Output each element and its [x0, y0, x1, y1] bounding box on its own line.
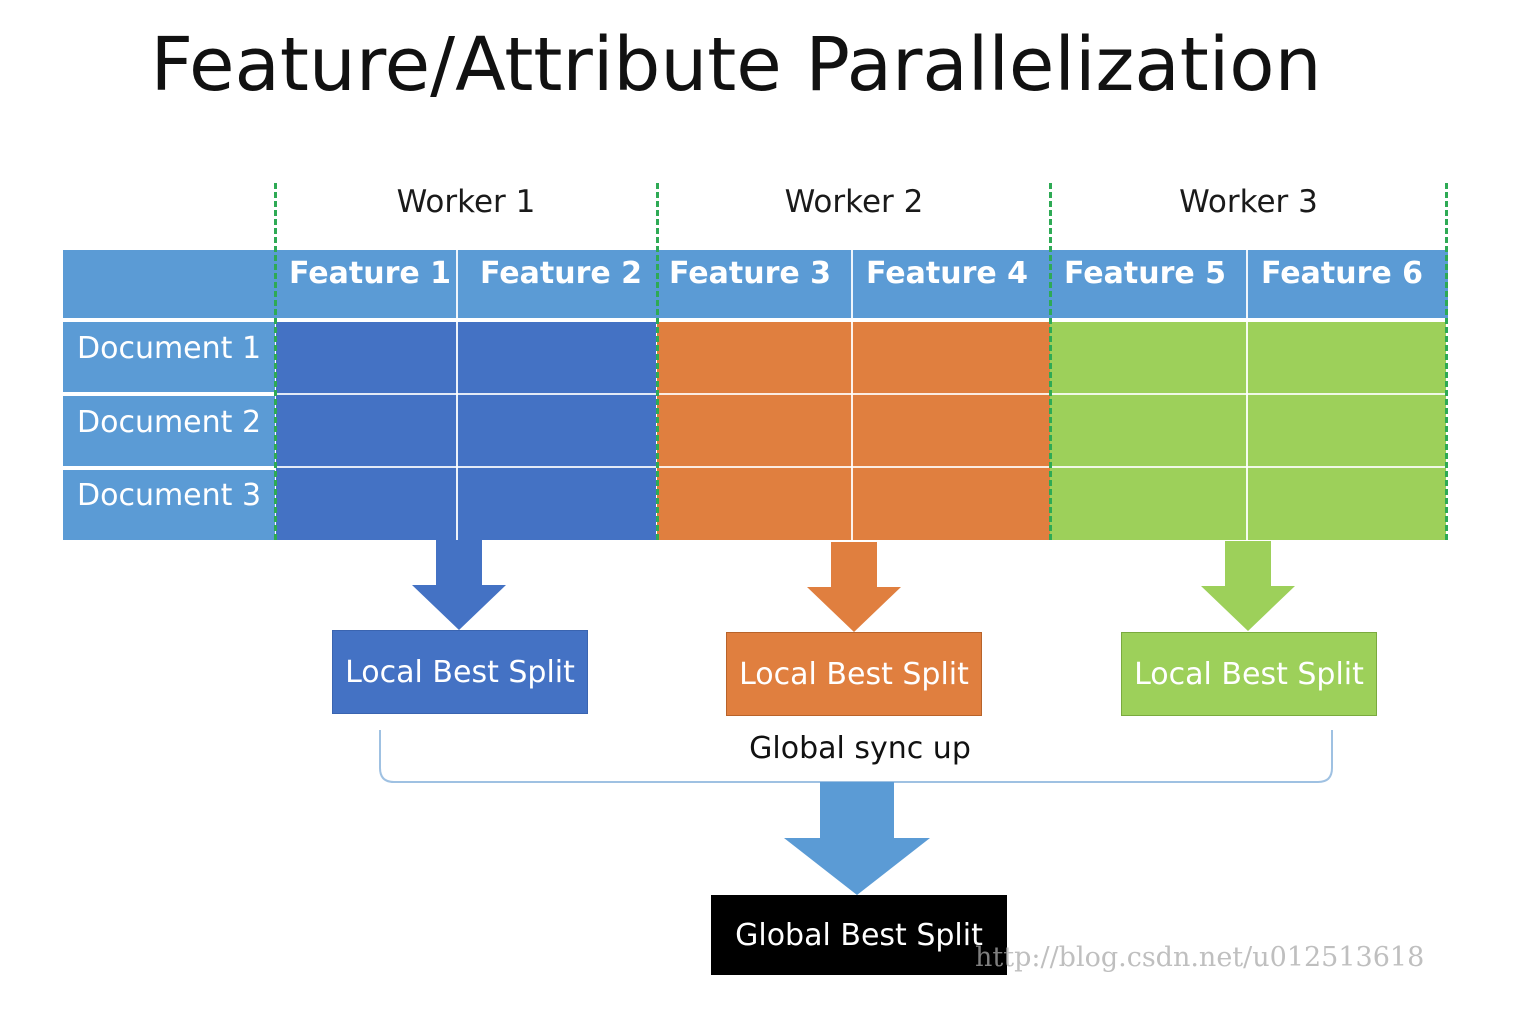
global-down-arrow	[784, 782, 930, 895]
diagram-title: Feature/Attribute Parallelization	[150, 22, 1322, 108]
global-sync-label: Global sync up	[749, 731, 971, 766]
global-best-split: Global Best Split	[711, 895, 1007, 975]
column-divider	[851, 250, 853, 540]
local-best-split-1: Local Best Split	[332, 630, 588, 714]
row-divider	[63, 393, 1446, 395]
worker-1-down-arrow	[412, 540, 506, 630]
local-best-split-2: Local Best Split	[726, 632, 982, 716]
document-1-cell	[63, 322, 275, 392]
feature-6-label: Feature 6	[1261, 256, 1424, 291]
document-3-cell	[63, 470, 275, 540]
row-divider	[63, 466, 1446, 468]
feature-3-label: Feature 3	[669, 256, 832, 291]
watermark: http://blog.csdn.net/u012513618	[975, 942, 1425, 973]
worker-separator	[274, 183, 277, 540]
worker-1-block	[276, 322, 656, 540]
worker-3-label: Worker 3	[1179, 184, 1318, 220]
worker-2-down-arrow	[807, 542, 901, 632]
worker-2-block	[657, 322, 1050, 540]
document-3-label: Document 3	[77, 478, 262, 513]
document-1-label: Document 1	[77, 331, 262, 366]
column-divider	[1246, 250, 1248, 540]
local-best-split-3: Local Best Split	[1121, 632, 1377, 716]
worker-separator	[1445, 183, 1448, 540]
worker-3-block	[1050, 322, 1446, 540]
column-divider	[456, 250, 458, 540]
worker-1-label: Worker 1	[396, 184, 536, 220]
feature-header-row	[63, 250, 1448, 318]
feature-1-label: Feature 1	[289, 256, 452, 291]
worker-2-label: Worker 2	[784, 184, 924, 220]
feature-5-label: Feature 5	[1064, 256, 1227, 291]
feature-4-label: Feature 4	[866, 256, 1029, 291]
worker-3-down-arrow	[1201, 541, 1295, 631]
worker-separator	[656, 183, 659, 540]
feature-2-label: Feature 2	[480, 256, 643, 291]
document-2-label: Document 2	[77, 405, 262, 440]
document-2-cell	[63, 396, 275, 466]
worker-separator	[1049, 183, 1052, 540]
